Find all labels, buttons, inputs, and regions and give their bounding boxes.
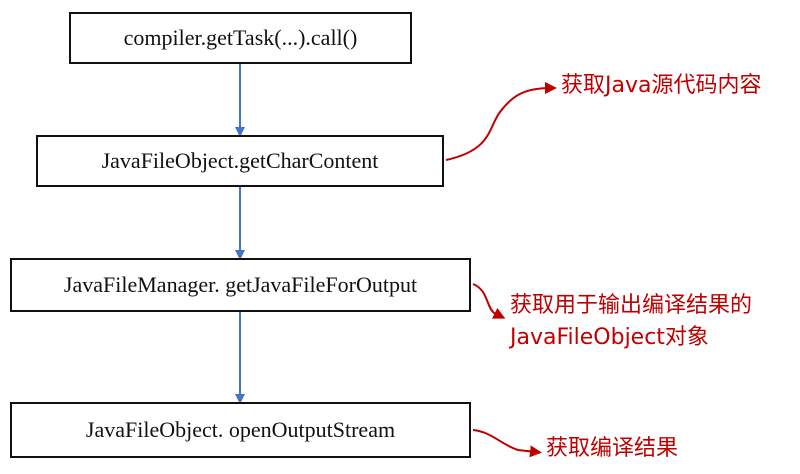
step-label: JavaFileObject.getCharContent	[101, 148, 379, 173]
annotation-line: 获取编译结果	[546, 436, 679, 461]
annotation-line: JavaFileObject对象	[510, 325, 709, 350]
annotation-line: 获取Java源代码内容	[561, 73, 762, 98]
step-label: JavaFileObject. openOutputStream	[85, 417, 396, 442]
step-box-getcharcontent: JavaFileObject.getCharContent	[36, 135, 444, 187]
annotation-output-file-object: 获取用于输出编译结果的 JavaFileObject对象	[510, 290, 752, 354]
step-label: JavaFileManager. getJavaFileForOutput	[63, 272, 418, 297]
annotation-source-content: 获取Java源代码内容	[561, 70, 761, 102]
step-box-getjavafileforoutput: JavaFileManager. getJavaFileForOutput	[10, 258, 471, 312]
annotation-connector-3	[472, 429, 542, 458]
annotation-compile-result: 获取编译结果	[546, 433, 678, 465]
step-box-openoutputstream: JavaFileObject. openOutputStream	[10, 402, 471, 458]
step-box-gettask-call: compiler.getTask(...).call()	[69, 12, 412, 64]
step-label: compiler.getTask(...).call()	[123, 25, 358, 50]
annotation-line: 获取用于输出编译结果的	[510, 293, 753, 318]
annotation-connector-2	[472, 283, 506, 319]
annotation-connector-1	[445, 82, 557, 161]
